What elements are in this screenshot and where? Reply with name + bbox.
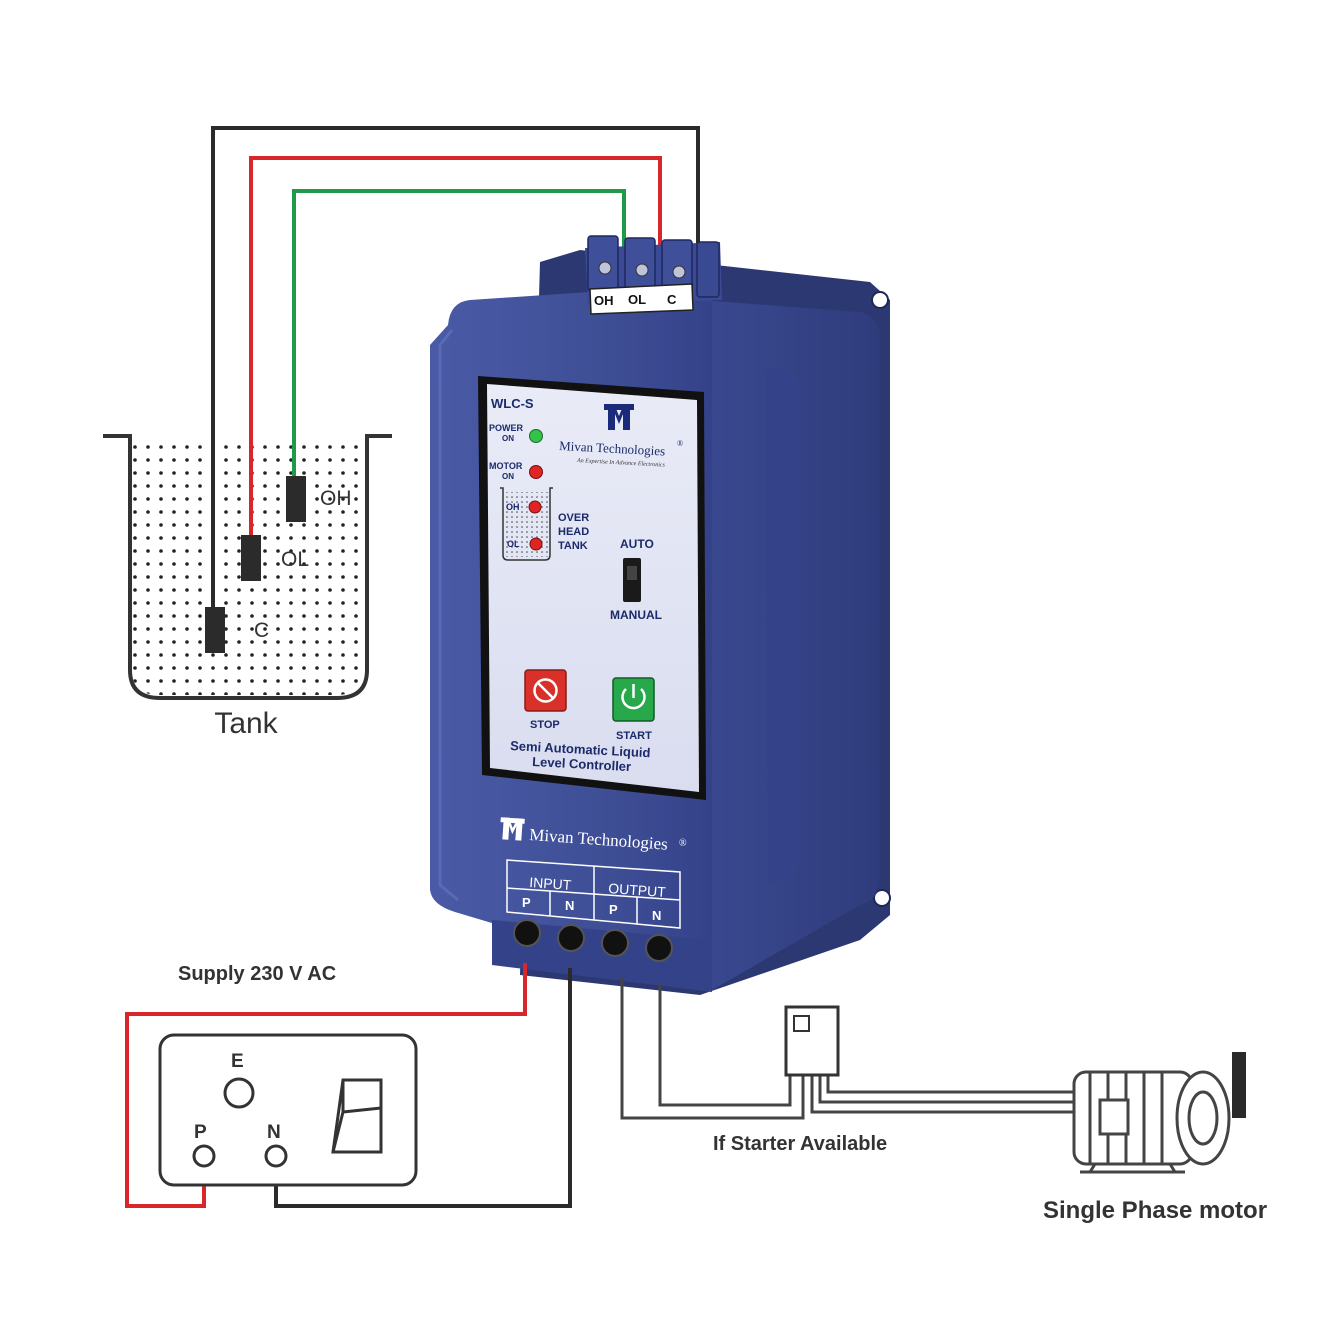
housing-edge-highlight [438, 329, 459, 902]
wire-c [211, 126, 700, 607]
start-button[interactable] [612, 677, 655, 722]
overhead-tank-icon [500, 487, 553, 561]
socket-switch-icon [331, 1078, 383, 1154]
socket-earth-pin [223, 1077, 255, 1109]
model-label: WLC-S [491, 396, 534, 411]
supply-label: Supply 230 V AC [178, 963, 336, 985]
power-on-label-1: POWER [489, 423, 524, 433]
wire-motor-2 [818, 1075, 1080, 1104]
terminal-input-n [557, 924, 585, 952]
socket-n-label: N [267, 1122, 281, 1143]
terminal-end [696, 241, 720, 298]
stop-icon [533, 678, 558, 703]
terminal-label-strip [589, 283, 694, 315]
input-p-label: P [522, 895, 531, 910]
input-label: INPUT [529, 874, 572, 893]
motor-label: Single Phase motor [1043, 1197, 1267, 1224]
output-n-label: N [652, 908, 661, 923]
socket-plate [158, 1033, 418, 1187]
probe-ol [241, 535, 261, 581]
oh-led [528, 500, 542, 514]
panel-tagline: An Expertise In Advance Electronics [576, 458, 666, 469]
motor-on-label-2: ON [502, 472, 514, 481]
io-label-frame [506, 859, 681, 929]
socket-p-label: P [194, 1122, 207, 1143]
screw-oh [598, 261, 612, 275]
motor-on-label-1: MOTOR [489, 461, 523, 471]
wire-motor-3 [826, 1075, 1080, 1094]
socket-phase-pin [192, 1144, 216, 1168]
starter-label: If Starter Available [713, 1133, 887, 1155]
screw-ol [635, 263, 649, 277]
switch-knob [627, 566, 637, 580]
output-p-label: P [609, 902, 618, 917]
body-brand-logo-icon [500, 817, 525, 841]
wire-ol [249, 156, 662, 535]
tank-label: Tank [214, 707, 278, 740]
probe-oh-label: OH [320, 487, 352, 510]
output-label: OUTPUT [608, 880, 667, 900]
panel-title-line1: Semi Automatic Liquid [510, 738, 651, 760]
oh-led-label: OH [506, 502, 520, 512]
motor-icon [1072, 1052, 1246, 1174]
tank-outline [103, 434, 392, 700]
manual-label: MANUAL [610, 608, 662, 622]
overhead-label-3: TANK [558, 540, 588, 552]
terminal-output-p [601, 929, 629, 957]
terminal-ol-label: OL [628, 292, 646, 307]
wire-output-n [658, 983, 792, 1107]
output-wires [620, 978, 1080, 1120]
terminal-output-n [645, 934, 673, 962]
socket-neutral-pin [264, 1144, 288, 1168]
terminal-input-p [513, 919, 541, 947]
terminal-c-label: C [667, 292, 677, 307]
ol-led-label: OL [507, 539, 520, 549]
housing-side-ridge [765, 369, 800, 886]
probe-oh [286, 476, 306, 522]
probe-wires [211, 126, 700, 607]
terminal-oh-label: OH [594, 293, 614, 308]
tank: Tank OH OL C [103, 434, 392, 740]
probe-ol-label: OL [281, 548, 309, 571]
power-on-led [529, 429, 543, 443]
motor-on-led [529, 465, 543, 479]
overhead-label-2: HEAD [558, 526, 589, 538]
mounting-hole-bottom [873, 889, 891, 907]
body-brand-reg: ® [679, 838, 687, 849]
overhead-label-1: OVER [558, 512, 589, 524]
probe-c [205, 607, 225, 653]
stop-label: STOP [530, 719, 560, 731]
wire-motor-1 [810, 1075, 1080, 1114]
probe-c-label: C [254, 619, 269, 642]
ol-led [529, 537, 543, 551]
socket-e-label: E [231, 1051, 244, 1072]
wire-phase [125, 963, 527, 1208]
power-on-label-2: ON [502, 434, 514, 443]
wire-oh [292, 189, 626, 476]
panel-brand-logo-icon [604, 404, 634, 430]
mounting-hole-top [871, 291, 889, 309]
panel-brand-reg: ® [677, 439, 683, 448]
auto-label: AUTO [620, 537, 654, 551]
wall-socket: E P N [158, 1033, 418, 1187]
power-icon [621, 684, 646, 710]
panel-title-line2: Level Controller [532, 754, 632, 774]
screw-c [672, 265, 686, 279]
starter-terminal [793, 1015, 810, 1032]
input-n-label: N [565, 898, 574, 913]
starter [784, 1005, 840, 1077]
panel-brand: Mivan Technologies [559, 438, 666, 459]
start-label: START [616, 730, 652, 742]
controller-unit: OH OL C WLC-S Mivan Technologies ® An Ex… [430, 235, 891, 995]
wire-output-p [620, 978, 805, 1120]
